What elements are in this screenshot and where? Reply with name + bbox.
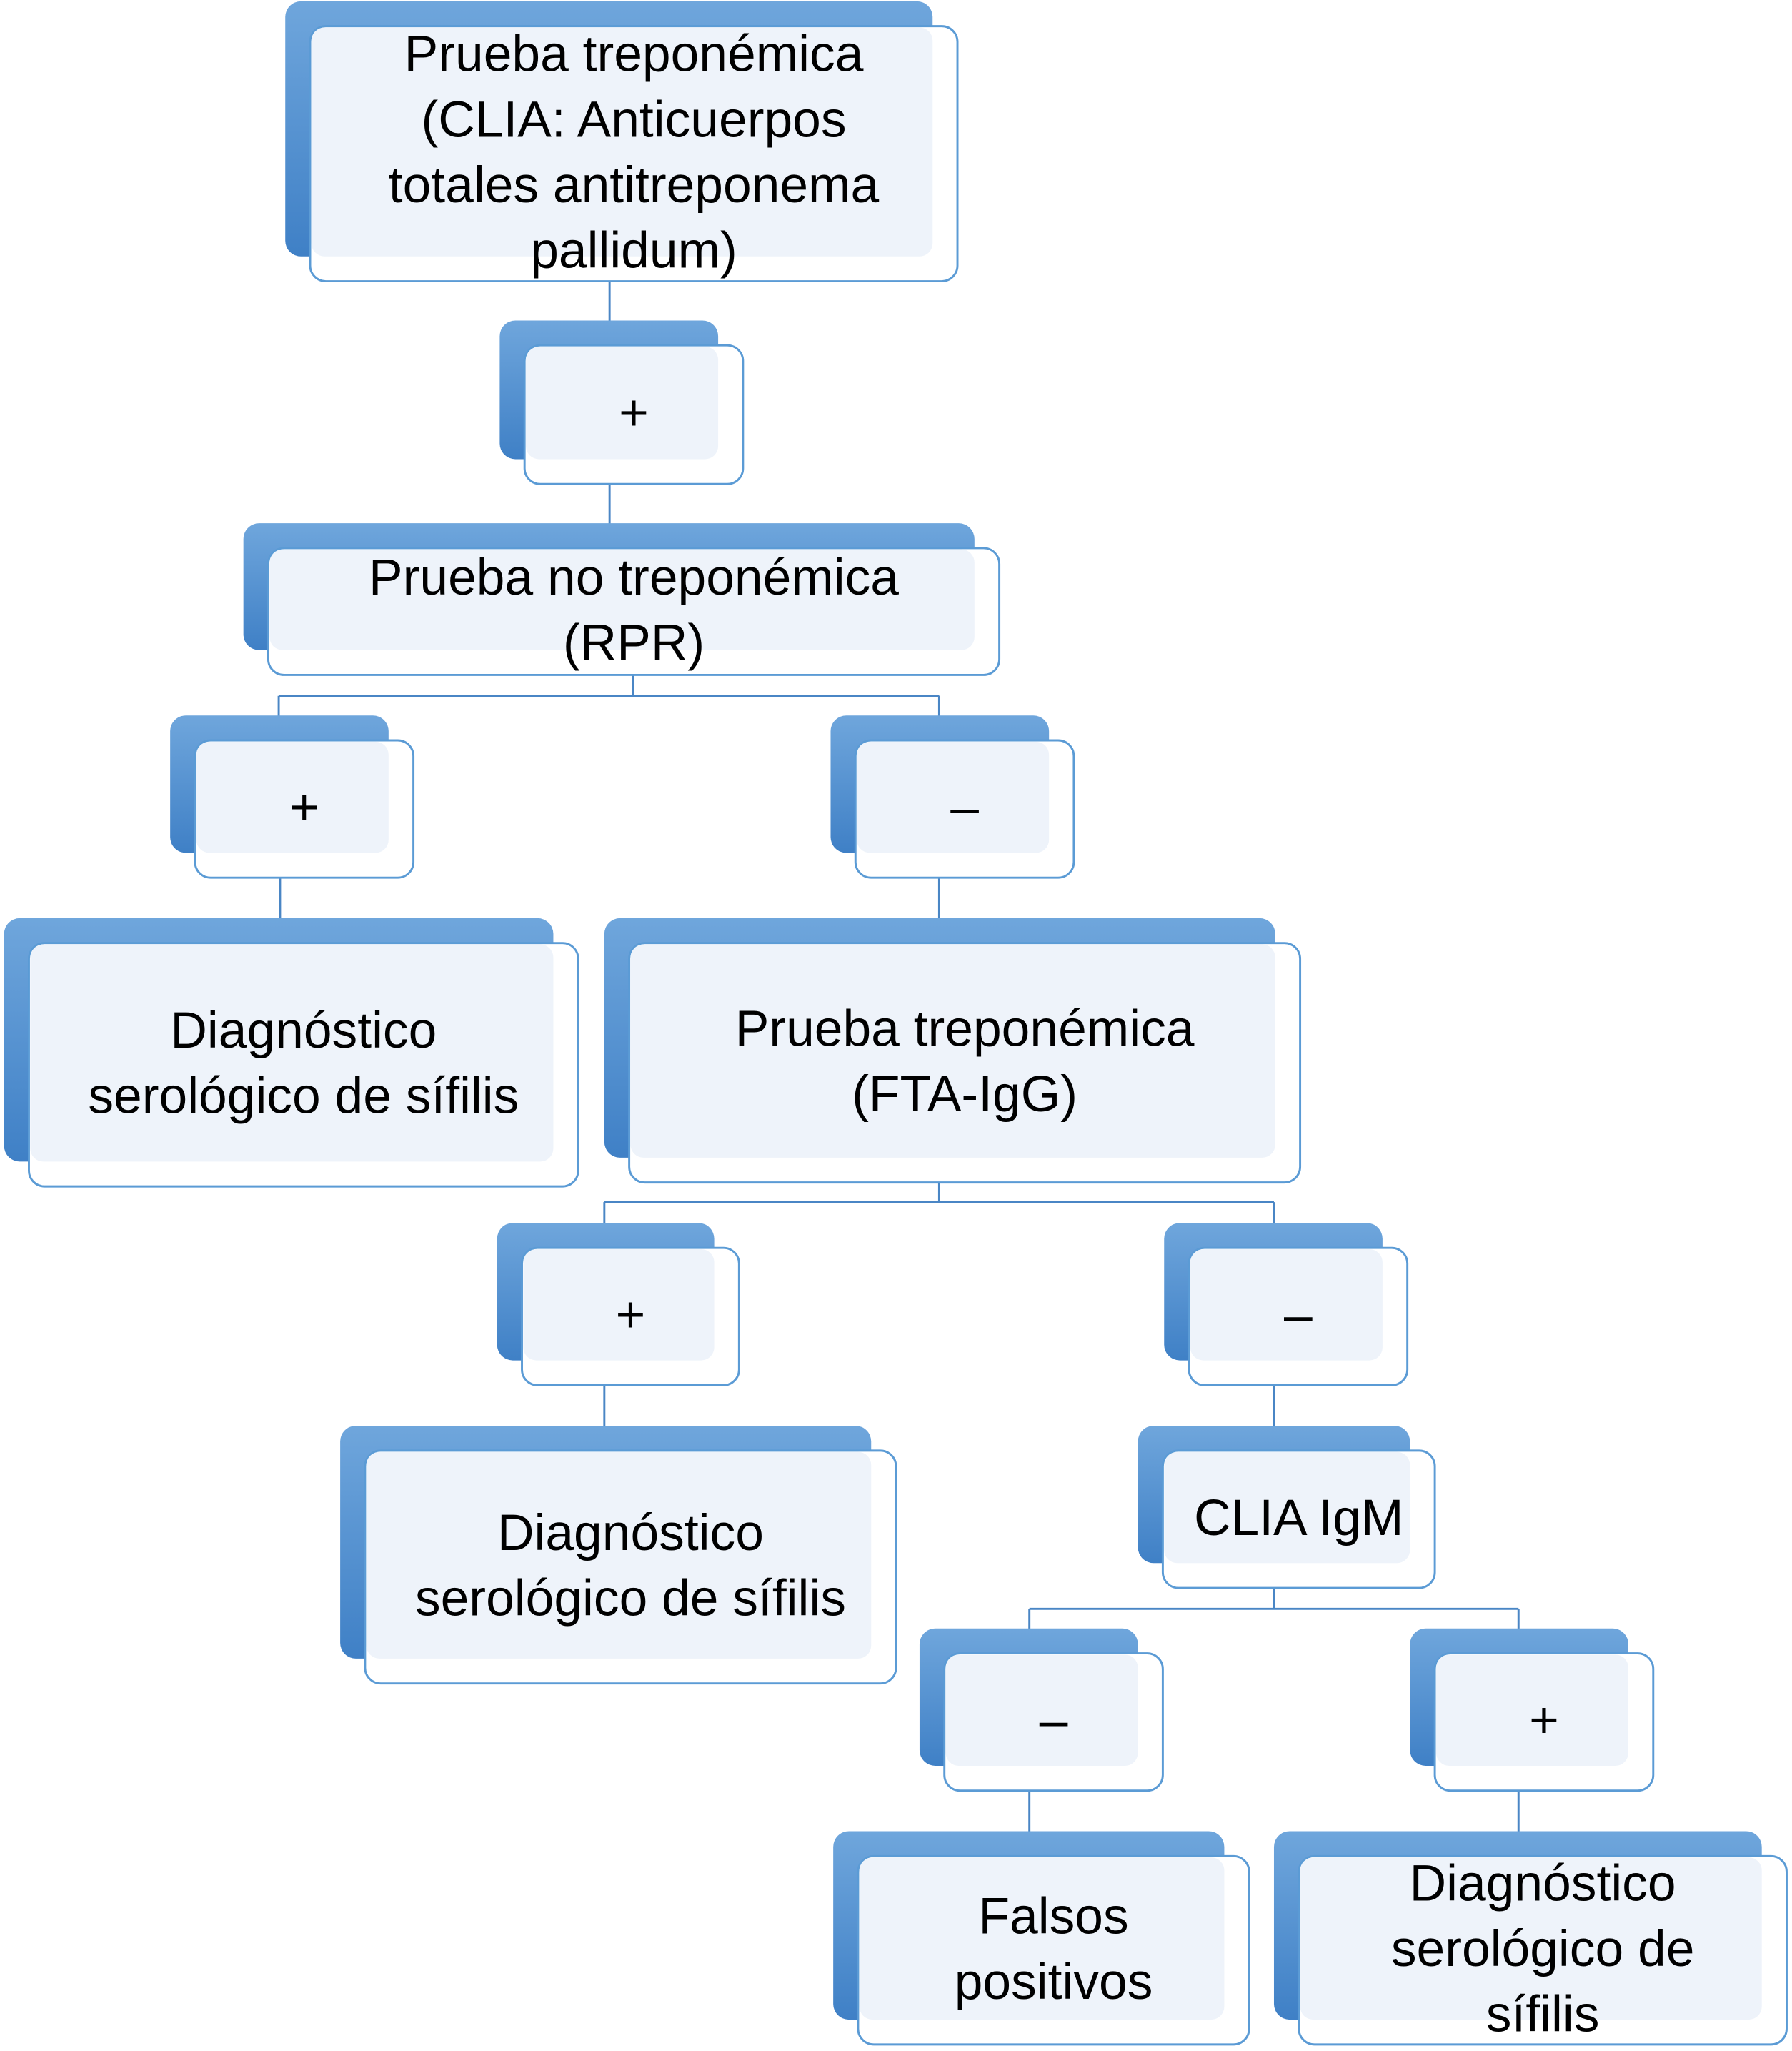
- node-label-line: +: [619, 384, 649, 442]
- node-clia-total-pos: +: [499, 320, 745, 485]
- node-label-line: Prueba treponémica: [404, 26, 864, 83]
- node-fill: [196, 741, 389, 853]
- node-label-line: –: [950, 779, 979, 836]
- node-label-line: totales antitreponema: [389, 157, 880, 214]
- node-fill: [269, 549, 975, 650]
- node-igm-neg: –: [919, 1628, 1164, 1792]
- node-label-line: serológico de sífilis: [88, 1068, 519, 1125]
- node-fta: Prueba treponémica (FTA-IgG): [604, 918, 1302, 1184]
- node-fill: [366, 1451, 872, 1659]
- node-label-line: (FTA-IgG): [852, 1066, 1077, 1123]
- node-label-line: –: [1284, 1286, 1313, 1344]
- node-fill: [630, 944, 1275, 1158]
- node-label-line: (CLIA: Anticuerpos: [421, 91, 846, 148]
- node-fill: [1300, 1857, 1762, 2020]
- node-label-line: serológico de: [1391, 1920, 1695, 1977]
- node-fta-pos: +: [497, 1223, 740, 1386]
- node-label-line: –: [1040, 1692, 1068, 1749]
- node-label-line: Diagnóstico: [170, 1002, 437, 1059]
- node-fta-neg: –: [1164, 1223, 1409, 1386]
- node-label-line: Prueba no treponémica: [369, 549, 899, 606]
- node-rpr-pos: +: [170, 715, 415, 879]
- node-label-line: Diagnóstico: [1410, 1855, 1676, 1912]
- node-fill: [30, 944, 554, 1162]
- node-label-line: Falsos: [978, 1887, 1128, 1945]
- node-fill: [526, 347, 719, 460]
- node-fill: [523, 1248, 715, 1361]
- node-label-line: positivos: [955, 1953, 1153, 2010]
- node-diag-1: Diagnóstico serológico de sífilis: [4, 918, 579, 1188]
- node-label-line: (RPR): [563, 614, 705, 671]
- node-diag-2: Diagnóstico serológico de sífilis: [340, 1426, 897, 1685]
- node-label-line: pallidum): [530, 222, 737, 279]
- node-fill: [1435, 1654, 1628, 1766]
- node-label-line: CLIA IgM: [1194, 1489, 1404, 1546]
- node-label-line: Prueba treponémica: [735, 1000, 1195, 1057]
- node-fill: [311, 27, 933, 257]
- node-label-line: sífilis: [1486, 1986, 1600, 2043]
- node-label-line: Diagnóstico: [497, 1504, 764, 1561]
- node-clia-igm: CLIA IgM: [1138, 1426, 1436, 1589]
- node-label-line: +: [1529, 1692, 1559, 1749]
- node-fill: [1190, 1248, 1383, 1361]
- node-igm-pos: +: [1410, 1628, 1655, 1792]
- node-fill: [945, 1654, 1138, 1766]
- node-label-line: +: [289, 779, 319, 836]
- node-rpr-neg: –: [830, 715, 1075, 879]
- node-fill: [1164, 1451, 1410, 1564]
- node-diag-3: Diagnóstico serológico de sífilis: [1273, 1831, 1788, 2046]
- node-rpr: Prueba no treponémica (RPR): [243, 523, 1001, 676]
- node-fill: [859, 1857, 1225, 2020]
- node-label-line: serológico de sífilis: [415, 1569, 846, 1627]
- node-label-line: +: [616, 1286, 646, 1344]
- node-fill: [857, 741, 1050, 853]
- node-clia-total: Prueba treponémica (CLIA: Anticuerpos tota…: [285, 1, 959, 282]
- node-false-pos: Falsos positivos: [833, 1831, 1250, 2046]
